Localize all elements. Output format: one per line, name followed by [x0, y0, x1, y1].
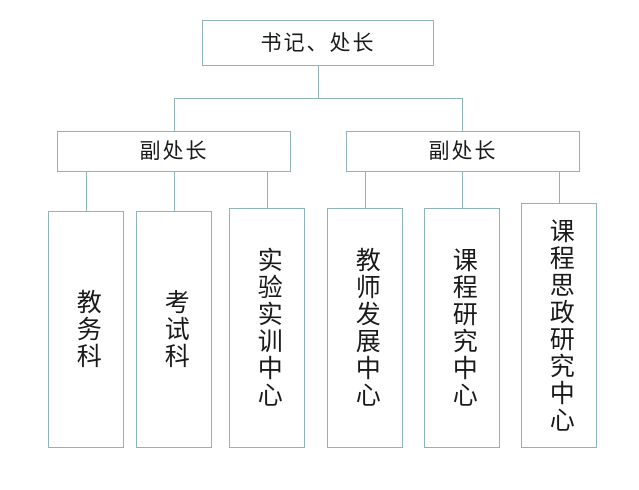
connector-unit-5-drop [462, 172, 463, 208]
node-unit-kechengyanjiu[interactable]: 课程研究中心 [424, 208, 500, 448]
connector-deputy-left-drop [174, 98, 175, 131]
connector-root-stem [318, 66, 319, 98]
connector-unit-1-drop [86, 172, 87, 211]
node-unit-kechengsizheng-label: 课程思政研究中心 [546, 217, 574, 434]
node-deputy-left-label: 副处长 [139, 139, 209, 163]
node-unit-kaoshike-label: 考试科 [161, 289, 189, 370]
node-unit-kechengsizheng[interactable]: 课程思政研究中心 [521, 203, 597, 448]
connector-unit-3-drop [267, 172, 268, 208]
connector-unit-6-drop [559, 172, 560, 203]
node-deputy-right-label: 副处长 [428, 139, 498, 163]
node-root-label: 书记、处长 [260, 30, 376, 55]
node-deputy-right[interactable]: 副处长 [346, 131, 580, 172]
node-unit-jiaoshifazhan[interactable]: 教师发展中心 [327, 208, 403, 448]
node-unit-shiyanshixun[interactable]: 实验实训中心 [229, 208, 305, 448]
connector-deputy-right-drop [462, 98, 463, 131]
node-unit-jiaoshifazhan-label: 教师发展中心 [352, 247, 380, 409]
node-unit-jiaowuke[interactable]: 教务科 [48, 211, 124, 448]
node-root[interactable]: 书记、处长 [202, 20, 434, 66]
node-unit-jiaowuke-label: 教务科 [73, 289, 101, 370]
node-deputy-left[interactable]: 副处长 [57, 131, 291, 172]
connector-unit-4-drop [365, 172, 366, 208]
node-unit-shiyanshixun-label: 实验实训中心 [254, 247, 282, 409]
node-unit-kaoshike[interactable]: 考试科 [136, 211, 212, 448]
connector-deputy-bus [174, 98, 463, 99]
connector-unit-2-drop [174, 172, 175, 211]
node-unit-kechengyanjiu-label: 课程研究中心 [449, 247, 477, 409]
